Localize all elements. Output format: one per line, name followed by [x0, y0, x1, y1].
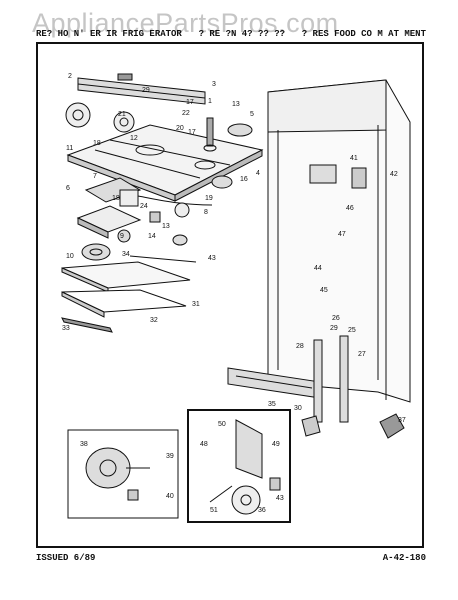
- callout-30: 30: [294, 405, 302, 412]
- callout-19: 19: [205, 195, 213, 202]
- callout-8: 8: [204, 209, 208, 216]
- callout-3: 3: [212, 81, 216, 88]
- callout-14: 14: [148, 233, 156, 240]
- callout-22: 22: [182, 110, 190, 117]
- callout-42: 42: [390, 171, 398, 178]
- callout-6: 6: [66, 185, 70, 192]
- callout-28: 28: [296, 343, 304, 350]
- callout-48: 48: [200, 441, 208, 448]
- callout-35: 35: [268, 401, 276, 408]
- caster-inset: [67, 429, 179, 519]
- callout-7: 7: [93, 173, 97, 180]
- callout-37: 37: [398, 417, 406, 424]
- callout-40: 40: [166, 493, 174, 500]
- issued-date: ISSUED 6/89: [36, 553, 96, 563]
- callout-9: 9: [120, 233, 124, 240]
- cabinet-foot: [379, 413, 405, 439]
- callout-13: 13: [162, 223, 170, 230]
- callout-43: 43: [276, 495, 284, 502]
- callout-17: 17: [188, 129, 196, 136]
- light-socket: [203, 117, 217, 152]
- header-right: ? RES FOOD CO M AT MENT: [301, 29, 426, 39]
- callout-11: 11: [66, 145, 73, 152]
- roller-inset: [187, 409, 291, 523]
- control-housing: [84, 177, 213, 218]
- callout-49: 49: [272, 441, 280, 448]
- callout-45: 45: [320, 287, 328, 294]
- callout-16: 16: [240, 176, 248, 183]
- callout-27: 27: [358, 351, 366, 358]
- callout-12: 12: [130, 135, 138, 142]
- callout-41: 41: [350, 155, 358, 162]
- header-middle: ? RE ?N 4? ?? ??: [198, 29, 285, 39]
- shelf-trim: [61, 317, 113, 333]
- callout-2: 2: [68, 73, 72, 80]
- callout-32: 32: [150, 317, 158, 324]
- callout-4: 4: [256, 170, 260, 177]
- glass-shelf: [61, 289, 187, 318]
- damper-assembly: [76, 205, 188, 246]
- callout-1: 1: [208, 98, 212, 105]
- support-rod: [129, 255, 197, 263]
- callout-17: 17: [186, 99, 194, 106]
- callout-26: 26: [332, 315, 340, 322]
- callout-39: 39: [166, 453, 174, 460]
- callout-24: 24: [140, 203, 148, 210]
- callout-36: 36: [258, 507, 266, 514]
- control-knob: [65, 102, 91, 128]
- header-left: RE? HO N' ER IR FRIG ERATOR: [36, 29, 182, 39]
- callout-20: 20: [176, 125, 184, 132]
- callout-34: 34: [122, 251, 130, 258]
- thermostat-disc: [113, 111, 135, 133]
- light-switch: [227, 123, 253, 137]
- callout-31: 31: [192, 301, 200, 308]
- callout-13: 13: [232, 101, 240, 108]
- callout-51: 51: [210, 507, 218, 514]
- cabinet-body: [267, 79, 411, 403]
- callout-47: 47: [338, 231, 346, 238]
- callout-43: 43: [208, 255, 216, 262]
- callout-46: 46: [346, 205, 354, 212]
- callout-29: 29: [330, 325, 338, 332]
- callout-50: 50: [218, 421, 226, 428]
- callout-21: 21: [118, 111, 126, 118]
- fan-disc: [81, 243, 111, 261]
- callout-29: 29: [142, 87, 150, 94]
- callout-33: 33: [62, 325, 70, 332]
- watermark: AppliancePartsPros.com: [32, 8, 339, 38]
- callout-18: 18: [112, 195, 120, 202]
- diagram-frame: [36, 42, 424, 548]
- callout-5: 5: [250, 111, 254, 118]
- callout-38: 38: [80, 441, 88, 448]
- drawing-code: A-42-180: [382, 553, 426, 563]
- diagram-header: RE? HO N' ER IR FRIG ERATOR ? RE ?N 4? ?…: [36, 29, 426, 39]
- breaker-strip: [77, 73, 206, 105]
- crisper-cover-frame: [61, 261, 191, 293]
- leveling-cap: [301, 415, 321, 437]
- callout-18: 18: [93, 140, 101, 147]
- light-cover: [211, 175, 233, 189]
- callout-44: 44: [314, 265, 322, 272]
- callout-10: 10: [66, 253, 74, 260]
- callout-25: 25: [348, 327, 356, 334]
